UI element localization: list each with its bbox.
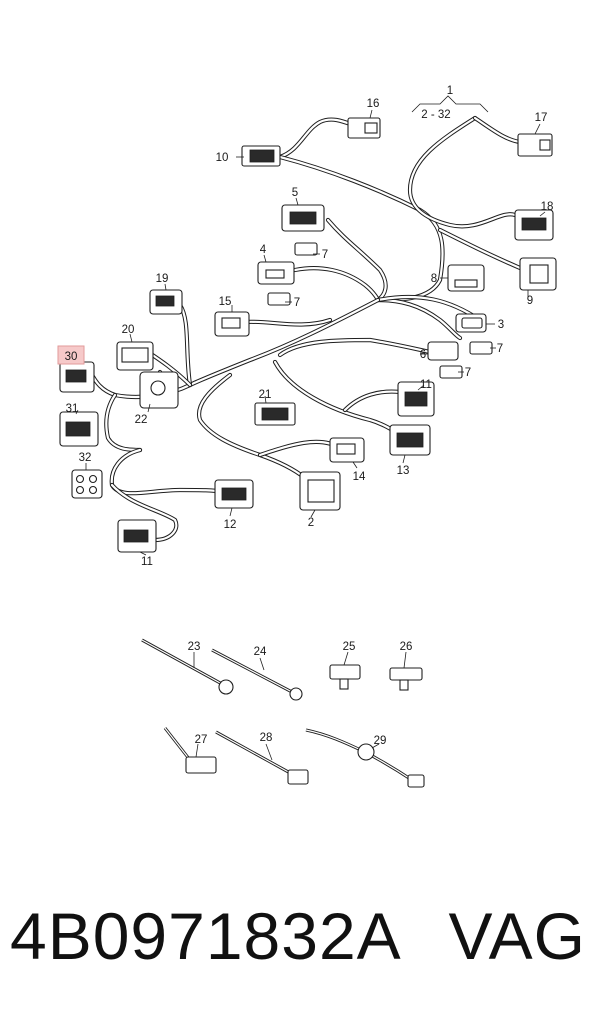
callout-27: 27 xyxy=(195,734,208,746)
callout-10: 10 xyxy=(216,152,229,164)
connector-2 xyxy=(299,471,341,511)
callout-31: 31 xyxy=(66,403,79,415)
wiring-harness-diagram: 1 2 - 32 16 17 10 5 18 7 4 8 9 19 7 15 3… xyxy=(57,85,557,788)
connector-10 xyxy=(241,145,281,167)
connector-22 xyxy=(139,371,179,409)
clip-7-a xyxy=(294,242,318,256)
callout-range: 2 - 32 xyxy=(421,109,450,121)
connector-17 xyxy=(517,133,553,157)
connector-9 xyxy=(519,257,557,291)
connector-20 xyxy=(116,341,154,371)
callout-7-a: 7 xyxy=(322,249,328,261)
connector-16 xyxy=(347,117,381,139)
callout-30: 30 xyxy=(65,351,78,363)
callout-7-b: 7 xyxy=(294,297,300,309)
callout-24: 24 xyxy=(254,646,267,658)
callout-6: 6 xyxy=(420,349,426,361)
callout-labels: 1 2 - 32 16 17 10 5 18 7 4 8 9 19 7 15 3… xyxy=(65,85,554,747)
callout-12: 12 xyxy=(224,519,237,531)
brand-label: VAG xyxy=(448,899,586,973)
callout-29: 29 xyxy=(374,735,387,747)
callout-11-right: 11 xyxy=(420,379,432,391)
callout-26: 26 xyxy=(400,641,413,653)
connector-6 xyxy=(427,341,459,361)
connector-18 xyxy=(514,209,554,241)
connector-8 xyxy=(447,264,485,292)
callout-11-left: 11 xyxy=(141,556,153,568)
callout-5: 5 xyxy=(292,187,298,199)
callout-14: 14 xyxy=(353,471,366,483)
clip-25 xyxy=(329,664,361,690)
connector-21 xyxy=(254,402,296,426)
callout-23: 23 xyxy=(188,641,201,653)
connector-5 xyxy=(281,204,325,232)
clip-7-b xyxy=(267,292,291,306)
connector-12 xyxy=(214,479,254,509)
part-number: 4B0971832A xyxy=(10,899,402,973)
callout-30-highlight xyxy=(57,345,85,365)
callout-13: 13 xyxy=(397,465,410,477)
callout-8: 8 xyxy=(431,273,437,285)
connector-30 xyxy=(59,361,95,393)
callout-3: 3 xyxy=(498,319,504,331)
callout-25: 25 xyxy=(343,641,356,653)
callout-7-d: 7 xyxy=(465,367,471,379)
connector-31 xyxy=(59,411,99,447)
clip-7-e xyxy=(461,317,483,329)
connector-13 xyxy=(389,424,431,456)
connector-14 xyxy=(329,437,365,463)
callout-4: 4 xyxy=(260,244,267,256)
callout-7-c: 7 xyxy=(497,343,503,355)
callout-2: 2 xyxy=(308,517,314,529)
callout-28: 28 xyxy=(260,732,273,744)
connector-4 xyxy=(257,261,295,285)
cable-tie-27 xyxy=(163,727,217,774)
callout-21: 21 xyxy=(259,389,272,401)
connector-32 xyxy=(71,469,103,499)
clip-26 xyxy=(389,667,423,691)
cable-tie-29 xyxy=(305,728,425,788)
connector-19 xyxy=(149,289,183,315)
callout-19: 19 xyxy=(156,273,169,285)
callout-32: 32 xyxy=(79,452,92,464)
callout-17: 17 xyxy=(535,112,548,124)
cable-tie-23 xyxy=(141,638,234,695)
connector-11-left xyxy=(117,519,157,553)
cable-tie-28 xyxy=(215,730,309,785)
clip-7-c xyxy=(469,341,493,355)
callout-20: 20 xyxy=(122,324,135,336)
connector-11-right xyxy=(397,381,435,417)
callout-1: 1 xyxy=(447,85,453,97)
callout-18: 18 xyxy=(541,201,554,213)
callout-9: 9 xyxy=(527,295,533,307)
cable-tie-24 xyxy=(211,648,303,701)
leader-lines xyxy=(75,95,546,761)
connector-15 xyxy=(214,311,250,337)
callout-22: 22 xyxy=(135,414,148,426)
callout-15: 15 xyxy=(219,296,232,308)
callout-16: 16 xyxy=(367,98,380,110)
